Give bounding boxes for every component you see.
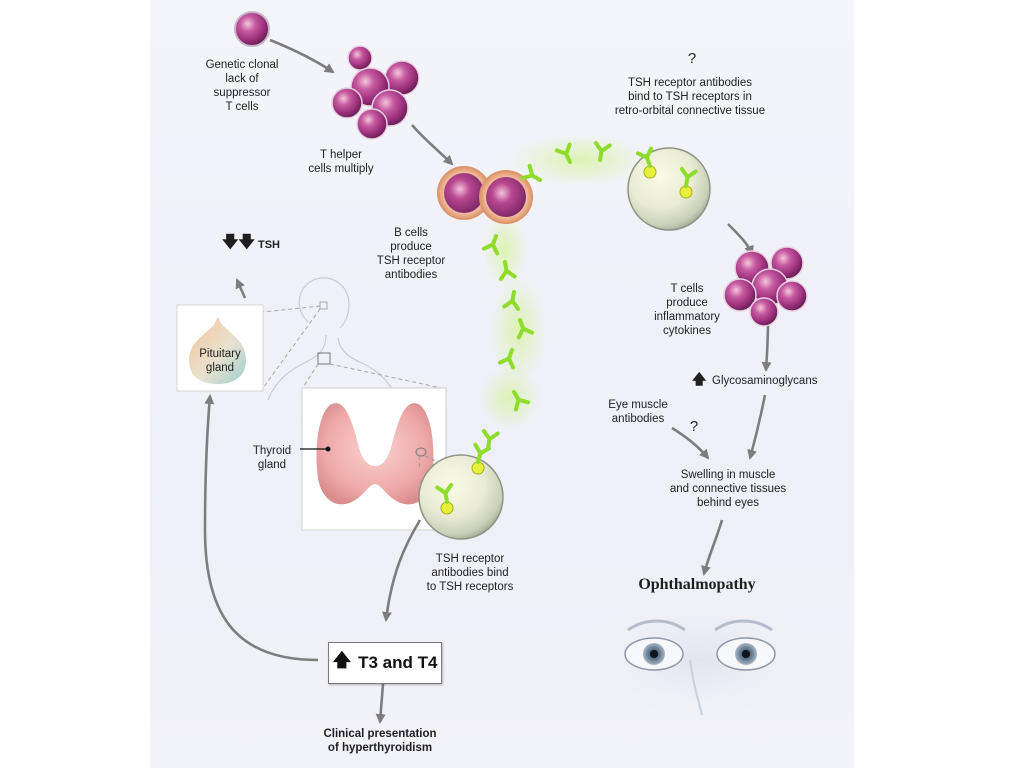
body-callout-lines: [262, 301, 447, 390]
swelling-label: Swelling in muscle and connective tissue…: [669, 469, 787, 509]
t-cells-label: T cells produce inflammatory cytokines: [654, 283, 720, 337]
flow-arrows: [203, 38, 772, 724]
retro-orbital-label: TSH receptor antibodies bind to TSH rece…: [614, 77, 766, 117]
t3-t4-label: T3 and T4: [358, 653, 438, 672]
glycosaminoglycans-label: Glycosaminoglycans: [712, 375, 818, 387]
t-helper-cell-cluster: [331, 45, 420, 140]
glyco-up-arrow: 🡅: [692, 371, 707, 387]
ophthalmopathy-label: Ophthalmopathy: [638, 576, 756, 593]
b-cells: [437, 166, 533, 224]
t-helper-label: T helper cells multiply: [308, 149, 374, 175]
t3-up-arrow: 🡅: [332, 650, 352, 670]
eye-muscle-label: Eye muscle antibodies: [608, 399, 668, 425]
tsh-down-arrows: 🡇🡇: [222, 234, 255, 251]
thyroid-receptor-sphere: [418, 442, 504, 540]
pituitary-label: Pituitary gland: [199, 348, 241, 374]
t-cell-cluster: [723, 246, 808, 327]
b-cells-label: B cells produce TSH receptor antibodies: [376, 227, 446, 281]
thyroid-pointer-dot: [325, 446, 331, 452]
thyroid-zoom-lines: [418, 455, 439, 471]
suppressor-t-cell: [234, 11, 270, 47]
antibody-glow-path: [480, 134, 650, 430]
t3-t4-box: 🡅 T3 and T4: [328, 642, 442, 684]
tsh-label: TSH: [258, 239, 280, 251]
thyroid-gland-shape: [316, 403, 434, 505]
tsh-bind-label: TSH receptor antibodies bind to TSH rece…: [426, 553, 514, 593]
genetic-label: Genetic clonal lack of suppressor T cell…: [205, 59, 279, 113]
pituitary-gland-shape: [189, 318, 246, 384]
eyes-illustration: [590, 600, 810, 720]
question-mark-top: ?: [687, 50, 697, 67]
body-outline: [267, 277, 399, 403]
retro-orbital-sphere: [627, 146, 711, 231]
question-mark-mid: ?: [689, 418, 699, 435]
clinical-label: Clinical presentation of hyperthyroidism: [323, 728, 437, 754]
thyroid-zoom-marker: [415, 447, 427, 457]
thyroid-label: Thyroid gland: [252, 445, 292, 471]
